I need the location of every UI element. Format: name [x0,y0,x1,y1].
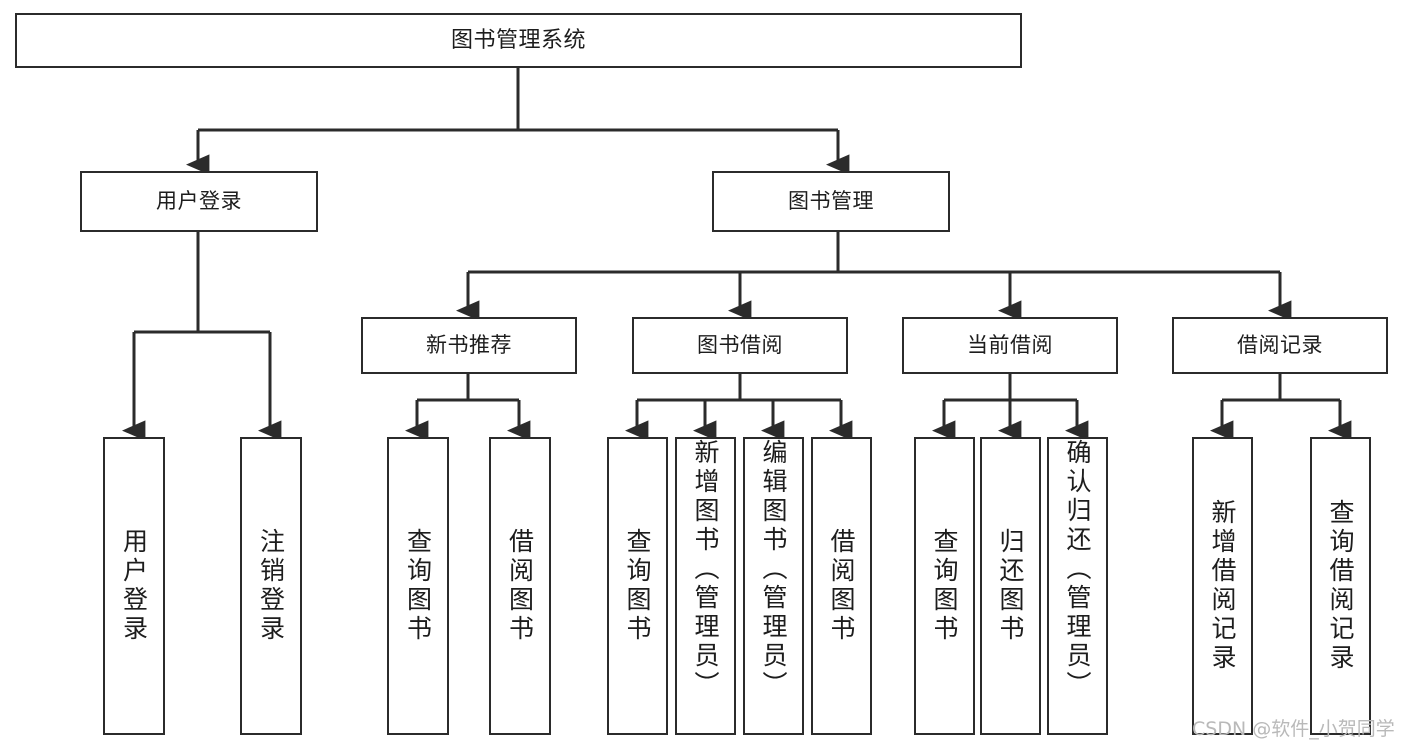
node-root-label: 图书管理系统 [450,27,586,53]
node-leaf-borrow-2-label: 借阅图书 [827,528,856,644]
node-leaf-query-3[interactable]: 查询图书 [914,437,975,735]
node-leaf-query-1-label: 查询图书 [403,528,433,644]
node-leaf-query-3-label: 查询图书 [930,528,959,644]
node-current-borrow[interactable]: 当前借阅 [902,317,1118,374]
node-borrow-record[interactable]: 借阅记录 [1172,317,1388,374]
node-leaf-add-book[interactable]: 新增图书（管理员） [675,437,736,735]
node-current-borrow-label: 当前借阅 [967,333,1053,357]
node-root[interactable]: 图书管理系统 [15,13,1022,68]
node-leaf-return-label: 归还图书 [996,528,1025,644]
node-leaf-add-rec[interactable]: 新增借阅记录 [1192,437,1253,735]
node-leaf-add-rec-label: 新增借阅记录 [1208,499,1237,673]
node-new-book-rec-label: 新书推荐 [426,333,512,357]
node-leaf-query-rec[interactable]: 查询借阅记录 [1310,437,1371,735]
node-leaf-confirm[interactable]: 确认归还（管理员） [1047,437,1108,735]
node-user-login-label: 用户登录 [156,189,242,213]
node-leaf-logout-label: 注销登录 [256,528,286,644]
node-leaf-borrow-2[interactable]: 借阅图书 [811,437,872,735]
node-book-manage-label: 图书管理 [788,189,874,213]
node-leaf-user-login[interactable]: 用户登录 [103,437,165,735]
node-leaf-query-2[interactable]: 查询图书 [607,437,668,735]
node-book-borrow[interactable]: 图书借阅 [632,317,848,374]
node-leaf-add-book-label: 新增图书（管理员） [691,439,720,700]
node-leaf-query-2-label: 查询图书 [623,528,652,644]
node-new-book-rec[interactable]: 新书推荐 [361,317,577,374]
watermark: CSDN @软件_小贺同学 [1192,718,1395,740]
node-book-manage[interactable]: 图书管理 [712,171,950,232]
node-user-login[interactable]: 用户登录 [80,171,318,232]
node-leaf-query-1[interactable]: 查询图书 [387,437,449,735]
node-leaf-borrow-1[interactable]: 借阅图书 [489,437,551,735]
node-borrow-record-label: 借阅记录 [1237,333,1323,357]
node-leaf-user-login-label: 用户登录 [119,528,149,644]
node-leaf-return[interactable]: 归还图书 [980,437,1041,735]
node-book-borrow-label: 图书借阅 [697,333,783,357]
node-leaf-confirm-label: 确认归还（管理员） [1063,439,1092,700]
node-leaf-borrow-1-label: 借阅图书 [505,528,535,644]
node-leaf-logout[interactable]: 注销登录 [240,437,302,735]
node-leaf-edit-book-label: 编辑图书（管理员） [759,439,788,700]
node-leaf-edit-book[interactable]: 编辑图书（管理员） [743,437,804,735]
node-leaf-query-rec-label: 查询借阅记录 [1326,499,1355,673]
